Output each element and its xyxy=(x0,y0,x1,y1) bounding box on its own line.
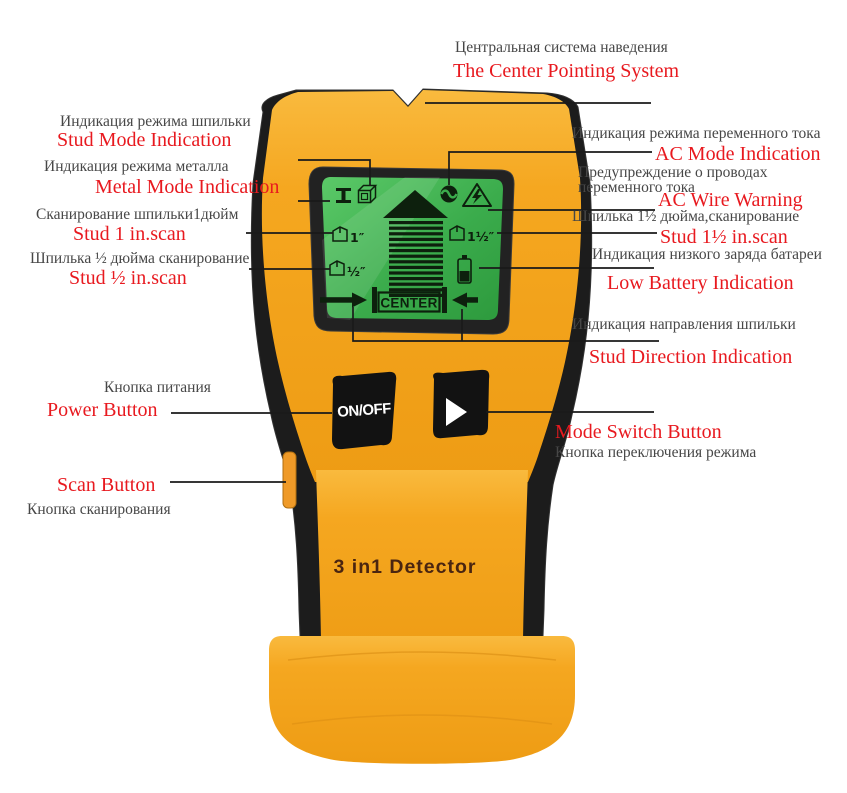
label-ac-wire-ru: Предупреждение о проводах переменного то… xyxy=(578,164,768,196)
label-stud-half-en: Stud ½ in.scan xyxy=(69,267,187,289)
label-ac-mode-ru: Индикация режима переменного тока xyxy=(572,125,821,142)
play-icon xyxy=(446,398,467,426)
lcd-screen xyxy=(322,177,503,320)
label-power-ru: Кнопка питания xyxy=(104,379,211,396)
label-center-system-en: The Center Pointing System xyxy=(453,60,680,82)
callout-line-ac-mode xyxy=(448,151,652,185)
stud-mode-ibeam-icon xyxy=(336,188,351,203)
label-stud-mode-ru: Индикация режима шпильки xyxy=(60,113,251,130)
label-metal-mode-en: Metal Mode Indication xyxy=(95,176,280,198)
stud-half-scan-icon: ½″ xyxy=(329,260,366,279)
center-arrow-icon xyxy=(383,190,448,297)
label-stud-1-5in-en: Stud 1½ in.scan xyxy=(660,226,788,248)
center-indicator-label: CENTER xyxy=(380,296,437,311)
label-stud-1in-ru: Сканирование шпильки1дюйм xyxy=(36,206,239,223)
stud-direction-arrows xyxy=(320,287,478,313)
base-seam-upper xyxy=(287,651,557,661)
label-power-en: Power Button xyxy=(47,399,158,421)
label-low-battery-ru: Индикация низкого заряда батареи xyxy=(592,246,822,263)
label-low-battery-en: Low Battery Indication xyxy=(607,272,794,294)
ac-mode-icon xyxy=(440,185,458,203)
callout-line-stud-direction xyxy=(352,307,659,342)
label-stud-mode-en: Stud Mode Indication xyxy=(57,129,232,151)
label-ac-mode-en: AC Mode Indication xyxy=(655,143,821,165)
label-stud-direction-ru: Индикация направления шпильки xyxy=(572,316,796,333)
stud-half-scan-value: ½″ xyxy=(347,264,366,279)
device-body-label: 3 in1 Detector xyxy=(334,556,477,578)
label-center-system-ru: Центральная система наведения xyxy=(455,39,668,56)
mode-switch-button xyxy=(433,369,490,439)
device-handle xyxy=(316,470,528,662)
label-mode-switch-ru: Кнопка переключения режима xyxy=(555,444,757,461)
stud-1in-scan-value: 1″ xyxy=(350,230,365,245)
center-indicator: CENTER xyxy=(377,291,441,313)
power-button xyxy=(332,371,397,450)
base-seam-lower xyxy=(291,714,553,725)
device-base xyxy=(269,636,575,764)
scan-side-button xyxy=(282,451,297,509)
label-stud-direction-en: Stud Direction Indication xyxy=(589,346,793,368)
stud-1-5in-scan-icon: 1½″ xyxy=(449,225,495,244)
label-scan-en: Scan Button xyxy=(57,474,156,496)
ac-warning-triangle-icon xyxy=(462,183,492,207)
power-button-label: ON/OFF xyxy=(337,400,392,421)
stud-1-5in-scan-value: 1½″ xyxy=(467,229,495,244)
label-ac-wire-en: AC Wire Warning xyxy=(658,189,803,211)
callout-line-stud-mode xyxy=(298,159,371,186)
label-stud-half-ru: Шпилька ½ дюйма сканирование xyxy=(30,250,250,267)
label-stud-1-5in-ru: Шпилька 1½ дюйма,сканирование xyxy=(572,208,800,225)
label-scan-ru: Кнопка сканирования xyxy=(27,501,171,518)
low-battery-icon xyxy=(457,255,472,284)
label-stud-1in-en: Stud 1 in.scan xyxy=(73,223,186,245)
label-mode-switch-en: Mode Switch Button xyxy=(555,421,722,443)
label-metal-mode-ru: Индикация режима металла xyxy=(44,158,229,175)
